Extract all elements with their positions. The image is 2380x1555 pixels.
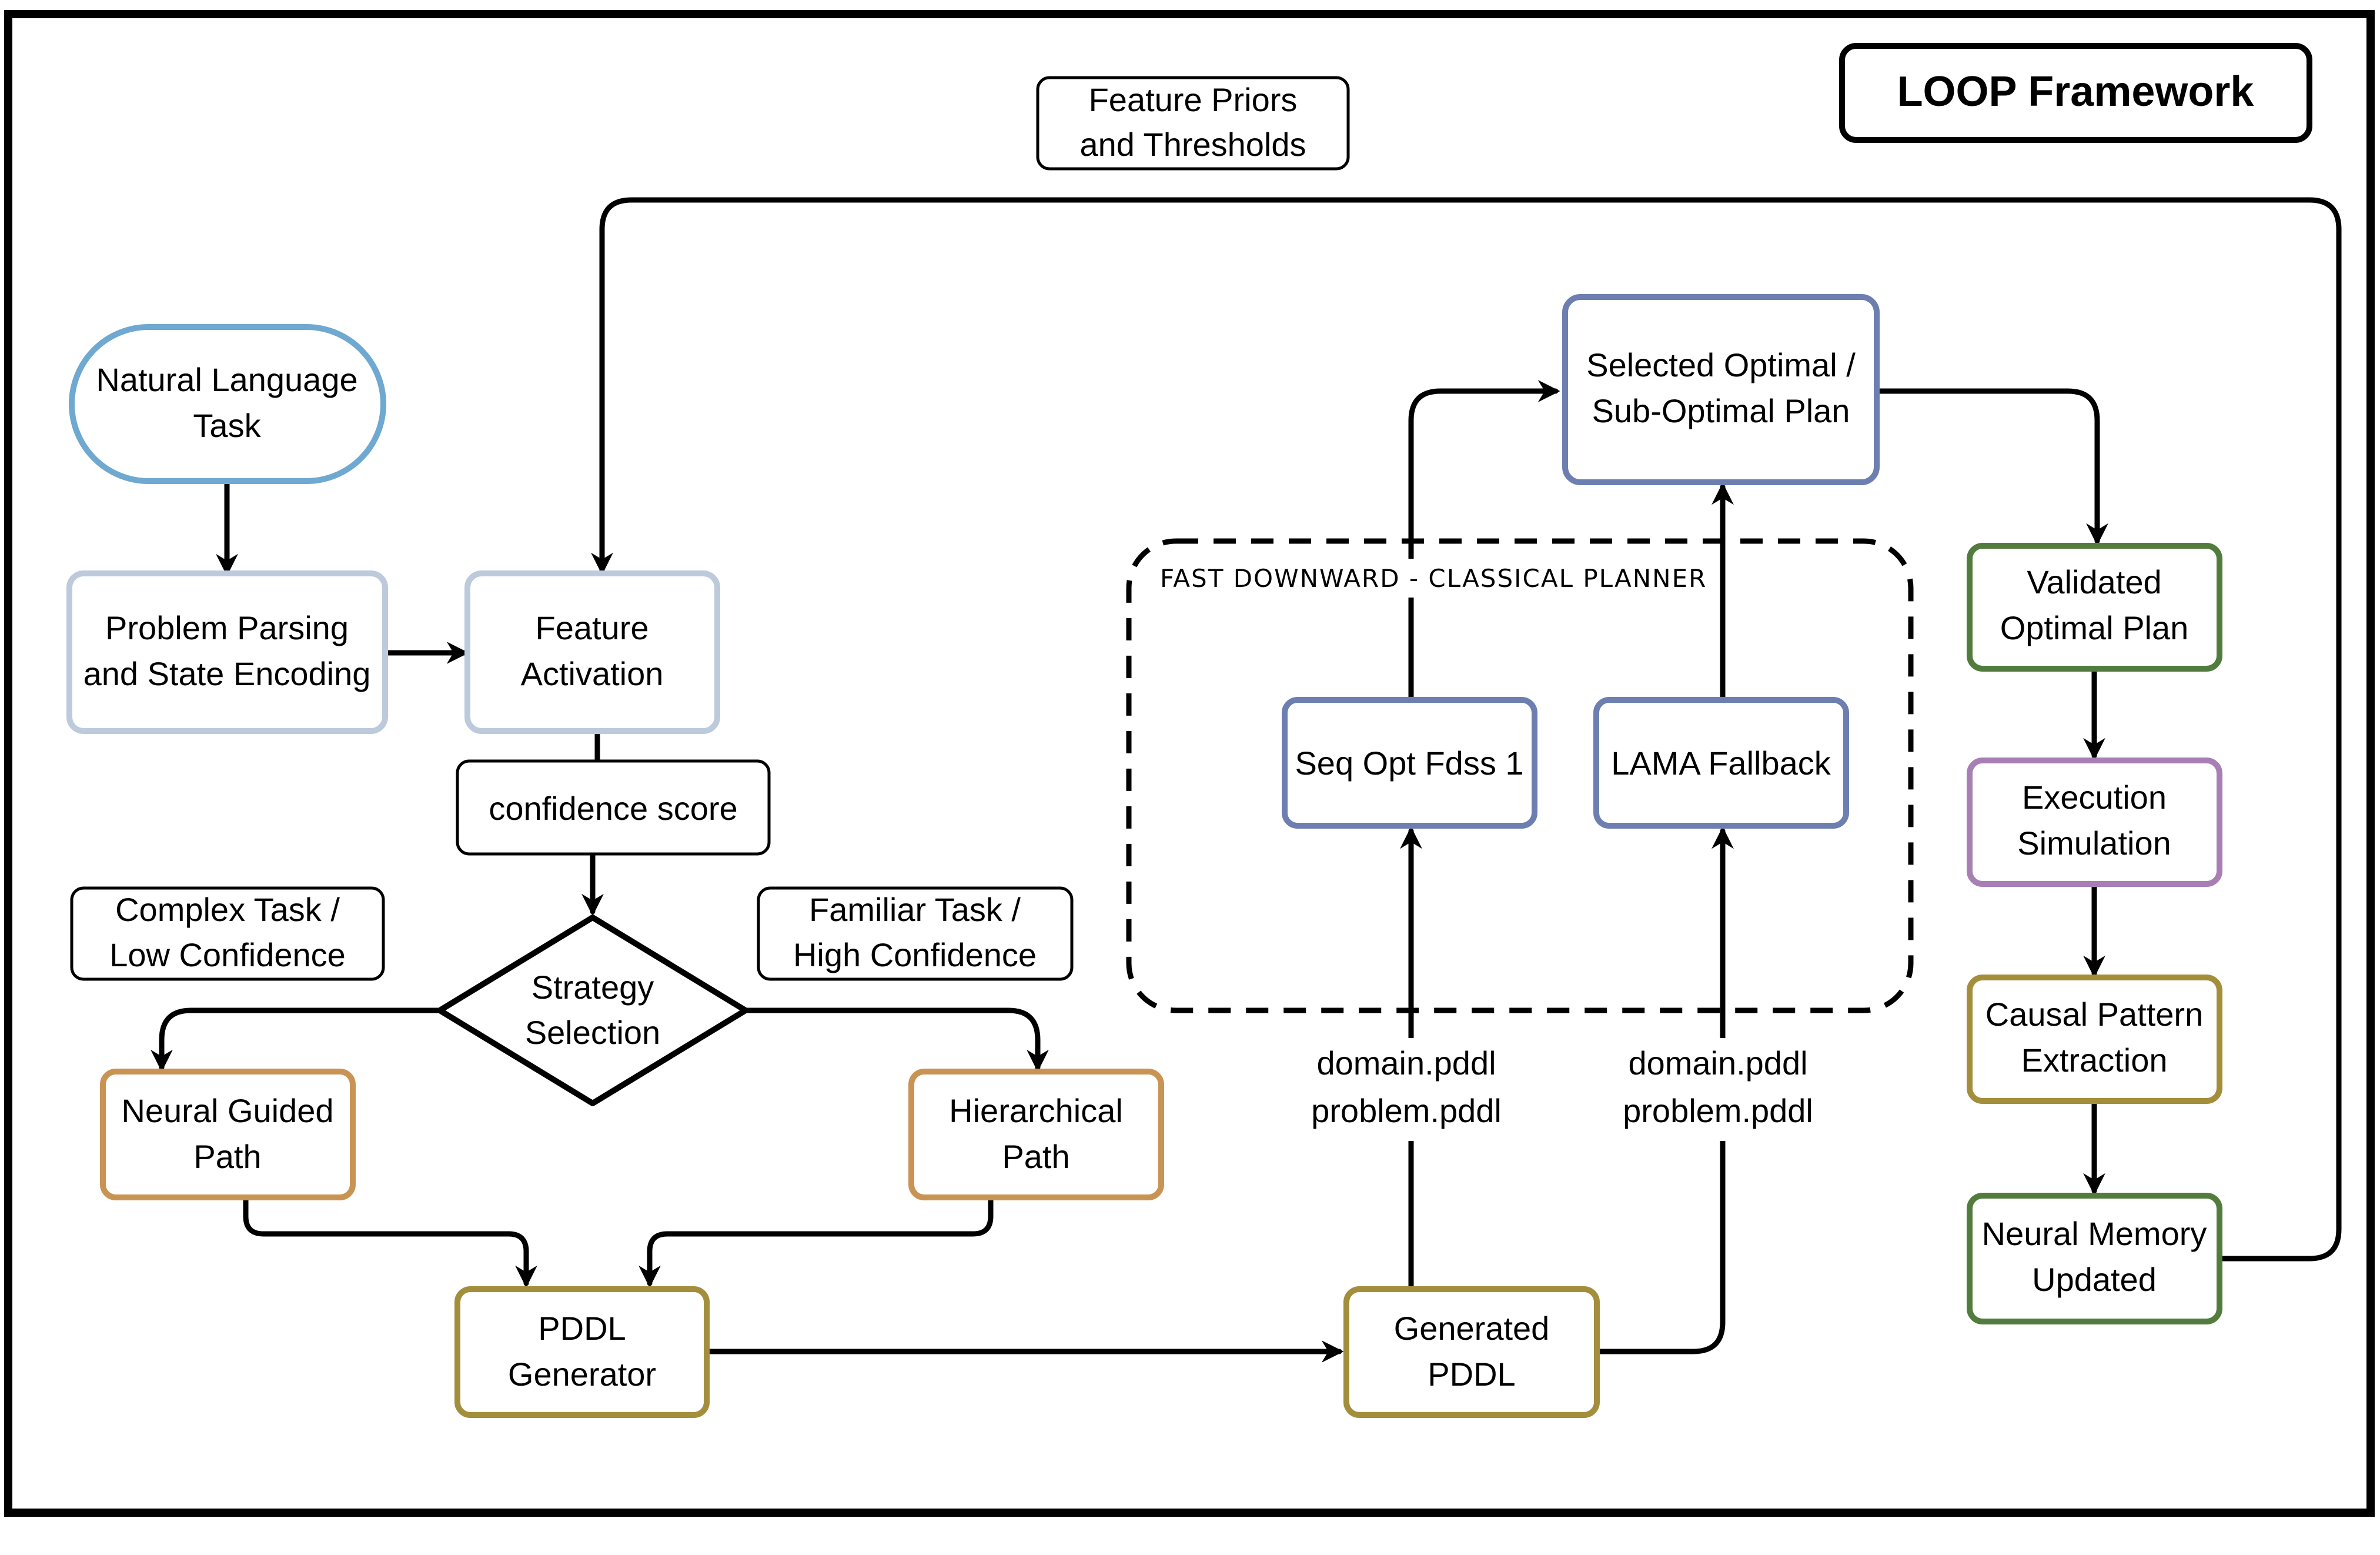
node-shape [1967, 758, 2222, 887]
label-line: Familiar Task / [809, 891, 1021, 928]
node-label-line: Extraction [2021, 1042, 2168, 1079]
node-shape [1343, 1286, 1600, 1418]
label-line: Complex Task / [115, 891, 340, 928]
node-shape [1282, 697, 1537, 829]
node-shape [908, 1069, 1164, 1200]
node-label-line: Generated [1394, 1310, 1550, 1347]
node-label-line: Task [193, 407, 261, 444]
node-label-line: Optimal Plan [2000, 609, 2189, 646]
edge-memory-feedback-loop [591, 197, 2342, 1262]
node-label-line: Problem Parsing [105, 609, 349, 646]
node-label-line: Generator [508, 1356, 656, 1393]
node-shape [69, 324, 386, 484]
node-generated-pddl: Generated PDDL [1343, 1286, 1600, 1418]
label-pddl-files-left: domain.pddl problem.pddl [1282, 1038, 1529, 1141]
node-shape [464, 570, 720, 734]
edge-strategy-to-hierarchical [743, 1007, 1049, 1072]
label-line: Feature Priors [1089, 81, 1298, 118]
title-box: LOOP Framework [1839, 43, 2312, 143]
node-shape [1967, 975, 2222, 1104]
label-feature-priors: Feature Priors and Thresholds [1036, 76, 1350, 171]
edge-seqopt-to-selected [1408, 380, 1560, 703]
node-label-line: Execution [2022, 779, 2167, 816]
node-label-line: Hierarchical [949, 1092, 1123, 1129]
node-shape [1562, 294, 1880, 485]
group-label-fast-downward: FAST DOWNWARD - CLASSICAL PLANNER [1160, 564, 1707, 593]
label-frame [70, 886, 385, 981]
node-neural-guided-path: Neural Guided Path [100, 1069, 356, 1200]
node-label-line: Path [193, 1138, 261, 1175]
node-label-line: PDDL [538, 1310, 626, 1347]
node-execution-simulation: Execution Simulation [1967, 758, 2222, 887]
label-confidence-score: confidence score [456, 759, 771, 856]
node-shape [100, 1069, 356, 1200]
edges [151, 197, 2342, 1363]
node-shape [1967, 1193, 2222, 1324]
label-line: and Thresholds [1080, 126, 1306, 163]
node-label-line: and State Encoding [83, 655, 371, 692]
node-label-line: Strategy [532, 969, 654, 1006]
node-validated-plan: Validated Optimal Plan [1967, 543, 2222, 672]
node-hierarchical-path: Hierarchical Path [908, 1069, 1164, 1200]
node-label-line: Simulation [2017, 825, 2171, 862]
label-background [1282, 1038, 1529, 1141]
node-label-line: Natural Language [96, 361, 357, 398]
node-shape [1967, 543, 2222, 672]
node-label-line: Neural Memory [1982, 1215, 2207, 1252]
node-shape [1593, 697, 1849, 829]
label-background [1593, 1038, 1840, 1141]
node-neural-memory: Neural Memory Updated [1967, 1193, 2222, 1324]
node-label-line: Path [1002, 1138, 1069, 1175]
node-label-line: Updated [2032, 1261, 2157, 1298]
label-frame [1036, 76, 1350, 171]
node-label: Seq Opt Fdss 1 [1295, 745, 1523, 782]
node-label-line: Sub-Optimal Plan [1592, 392, 1850, 429]
label-familiar-task: Familiar Task / High Confidence [757, 886, 1074, 981]
node-strategy-selection: Strategy Selection [437, 915, 748, 1106]
label-pddl-files-right: domain.pddl problem.pddl [1593, 1038, 1840, 1141]
label-frame [757, 886, 1074, 981]
label-text: confidence score [489, 790, 737, 827]
node-label-line: Selected Optimal / [1586, 346, 1856, 383]
group-label-background [1155, 559, 1667, 598]
label-line: domain.pddl [1628, 1045, 1807, 1082]
node-feature-activation: Feature Activation [464, 570, 720, 734]
edge-generated-to-lama [1594, 826, 1734, 1354]
node-label-line: Validated [2027, 563, 2161, 600]
node-selected-plan: Selected Optimal / Sub-Optimal Plan [1562, 294, 1880, 485]
diagram-title: LOOP Framework [1897, 68, 2255, 115]
node-label-line: Neural Guided [121, 1092, 333, 1129]
node-shape [454, 1286, 710, 1418]
node-label-line: PDDL [1428, 1356, 1515, 1393]
node-shape [66, 570, 388, 734]
node-seq-opt-fdss: Seq Opt Fdss 1 [1282, 697, 1537, 829]
node-problem-parsing: Problem Parsing and State Encoding [66, 570, 388, 734]
edge-strategy-to-neural [151, 1007, 443, 1072]
edge-hierarchical-to-generator [639, 1194, 994, 1288]
node-label-line: Selection [525, 1014, 660, 1051]
label-line: problem.pddl [1623, 1092, 1813, 1129]
node-causal-pattern: Causal Pattern Extraction [1967, 975, 2222, 1104]
edge-selected-to-validated [1874, 388, 2108, 546]
label-line: domain.pddl [1316, 1045, 1496, 1082]
node-pddl-generator: PDDL Generator [454, 1286, 710, 1418]
title-frame [1839, 43, 2312, 143]
node-natural-language-task: Natural Language Task [69, 324, 386, 484]
outer-border [4, 10, 2375, 1517]
node-label-line: Activation [521, 655, 664, 692]
label-line: Low Confidence [109, 936, 346, 973]
label-frame [456, 759, 771, 856]
label-line: High Confidence [793, 936, 1037, 973]
edge-neural-to-generator [243, 1194, 537, 1288]
node-label: LAMA Fallback [1611, 745, 1831, 782]
node-label-line: Feature [536, 609, 649, 646]
node-label-line: Causal Pattern [1985, 996, 2203, 1033]
node-shape [437, 915, 748, 1106]
fast-downward-group [1126, 538, 1914, 1013]
label-complex-task: Complex Task / Low Confidence [70, 886, 385, 981]
node-lama-fallback: LAMA Fallback [1593, 697, 1849, 829]
label-line: problem.pddl [1311, 1092, 1502, 1129]
